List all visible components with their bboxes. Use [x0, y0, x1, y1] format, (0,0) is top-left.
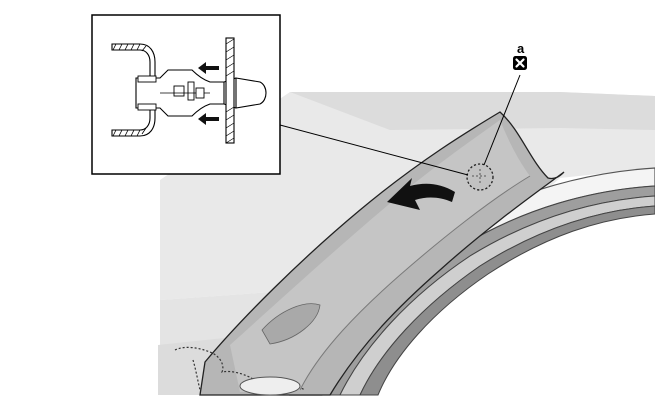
lower-pillar-clip-outline	[174, 346, 306, 396]
clip-location	[466, 163, 494, 191]
x-in-square-icon-glyph	[515, 58, 525, 68]
inset-leader-line	[279, 124, 469, 176]
removal-direction-arrow	[387, 178, 455, 210]
clip-callout-label: a	[517, 41, 525, 56]
inset-clip	[135, 69, 267, 117]
callout-leader-line	[483, 74, 521, 166]
clip-detail-inset	[91, 14, 281, 175]
inset-pull-arrows	[198, 62, 219, 125]
inset-body-panel	[225, 37, 235, 144]
clip-callout: a	[513, 41, 527, 70]
